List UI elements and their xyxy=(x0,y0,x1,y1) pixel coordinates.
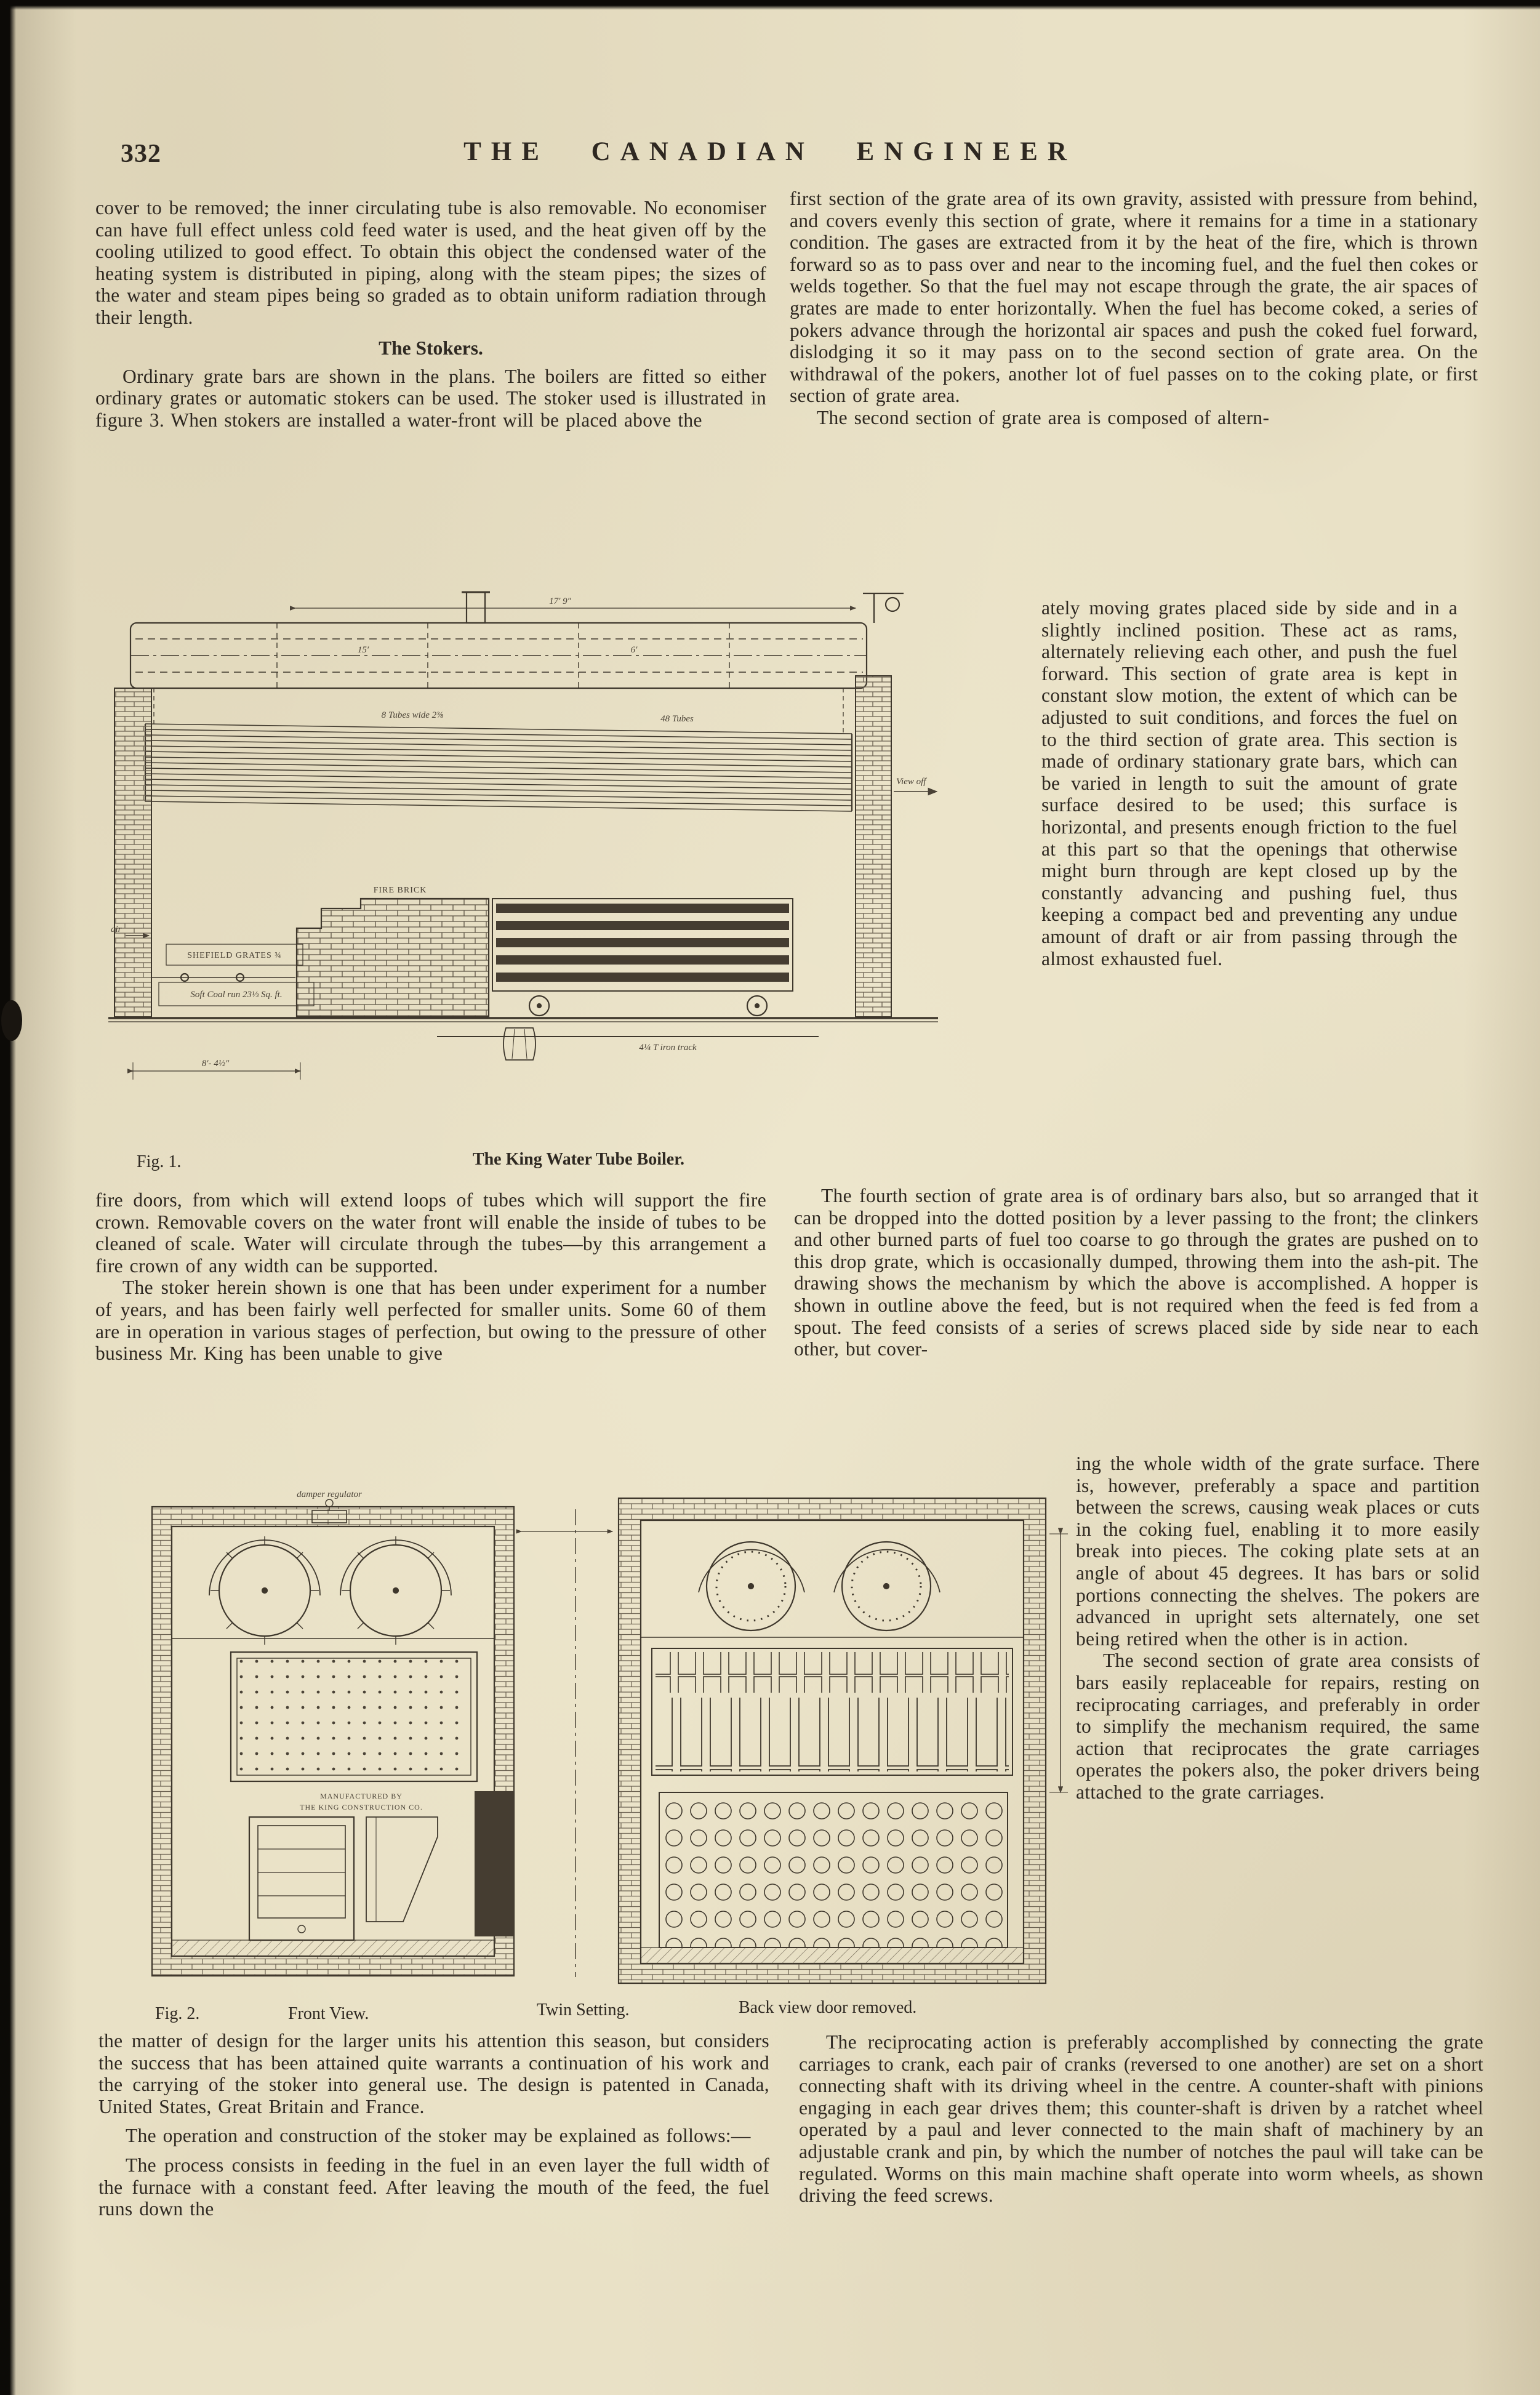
fig1-drawing: 17′ 9″ 15′ 6′ 8 Tubes wide 2⅜ 48 Tubes V… xyxy=(108,591,938,1080)
figure-2: damper regulator MANUFACTURED BY THE KIN… xyxy=(145,1472,1068,2003)
paragraph-lead: The second section of grate area is comp… xyxy=(817,406,1270,428)
paragraph: The second section of grate area consist… xyxy=(1076,1650,1480,1803)
right-column-mid: The fourth section of grate area is of o… xyxy=(794,1185,1478,1360)
section-heading: The Stokers. xyxy=(379,337,483,359)
right-column-beside-fig1: ately moving grates placed side by side … xyxy=(1041,597,1458,969)
left-column-top: cover to be removed; the inner circulati… xyxy=(95,197,766,431)
fig1-tubes-label: 8 Tubes wide 2⅜ xyxy=(382,710,444,720)
fig1-grates-label: SHEFIELD GRATES ¾ xyxy=(187,951,282,960)
paragraph: Ordinary grate bars are shown in the pla… xyxy=(95,365,766,431)
fig1-dim-mid2: 6′ xyxy=(631,645,638,655)
fig2-drawing: damper regulator MANUFACTURED BY THE KIN… xyxy=(151,1490,1068,1984)
fig2-caption-front: Front View. xyxy=(288,2004,369,2023)
fig2-caption-back: Back view door removed. xyxy=(739,1998,917,2017)
paragraph: The reciprocating action is preferably a… xyxy=(799,2031,1483,2207)
left-column-bottom: the matter of design for the larger unit… xyxy=(98,2030,769,2220)
journal-title: THE CANADIAN ENGINEER xyxy=(463,137,1077,166)
fig1-coal-label: Soft Coal run 23⅓ Sq. ft. xyxy=(190,990,282,1000)
fig1-caption: The King Water Tube Boiler. xyxy=(472,1150,685,1169)
paragraph: ing the whole width of the grate surface… xyxy=(1076,1453,1480,1650)
paragraph: fire doors, from which will extend loops… xyxy=(95,1189,766,1277)
right-column-beside-fig2: ing the whole width of the grate surface… xyxy=(1076,1453,1480,1803)
scan-blotch xyxy=(1,1000,22,1041)
fig1-track-label: 4¼ T iron track xyxy=(639,1043,697,1053)
right-column-top: first section of the grate area of its o… xyxy=(790,188,1478,429)
paragraph: the matter of design for the larger unit… xyxy=(98,2030,769,2117)
right-column-bottom: The reciprocating action is preferably a… xyxy=(799,2031,1483,2207)
left-column-mid: fire doors, from which will extend loops… xyxy=(95,1189,766,1365)
fig1-air-label: air xyxy=(111,925,122,934)
paragraph: first section of the grate area of its o… xyxy=(790,188,1478,407)
fig1-dim-mid: 15′ xyxy=(358,645,369,655)
fig1-dim-bottom: 8′- 4½″ xyxy=(202,1059,230,1069)
fig1-dim-top: 17′ 9″ xyxy=(549,596,572,606)
fig1-view-off-label: View off xyxy=(896,777,927,787)
paragraph: The fourth section of grate area is of o… xyxy=(794,1185,1478,1360)
scan-edge-left xyxy=(0,0,16,2395)
paragraph: ately moving grates placed side by side … xyxy=(1041,597,1458,969)
fig2-maker-line1: MANUFACTURED BY xyxy=(320,1792,403,1800)
paragraph: cover to be removed; the inner circulati… xyxy=(95,197,766,328)
fig1-label: Fig. 1. xyxy=(137,1152,182,1171)
paragraph: The operation and construction of the st… xyxy=(126,2125,751,2147)
fig2-caption-twin: Twin Setting. xyxy=(537,2000,630,2020)
figure-1: 17′ 9″ 15′ 6′ 8 Tubes wide 2⅜ 48 Tubes V… xyxy=(92,584,954,1113)
fig1-fire-brick-label: FIRE BRICK xyxy=(374,886,427,895)
fig2-maker-line2: THE KING CONSTRUCTION CO. xyxy=(300,1803,423,1811)
paragraph: The stoker herein shown is one that has … xyxy=(95,1277,766,1365)
fig2-label: Fig. 2. xyxy=(155,2004,200,2023)
page-number: 332 xyxy=(121,140,161,168)
fig1-tubes2-label: 48 Tubes xyxy=(660,714,694,724)
scan-edge-top xyxy=(0,0,1540,10)
paragraph: The process consists in feeding in the f… xyxy=(98,2154,769,2220)
fig2-damper-label: damper regulator xyxy=(297,1490,362,1499)
